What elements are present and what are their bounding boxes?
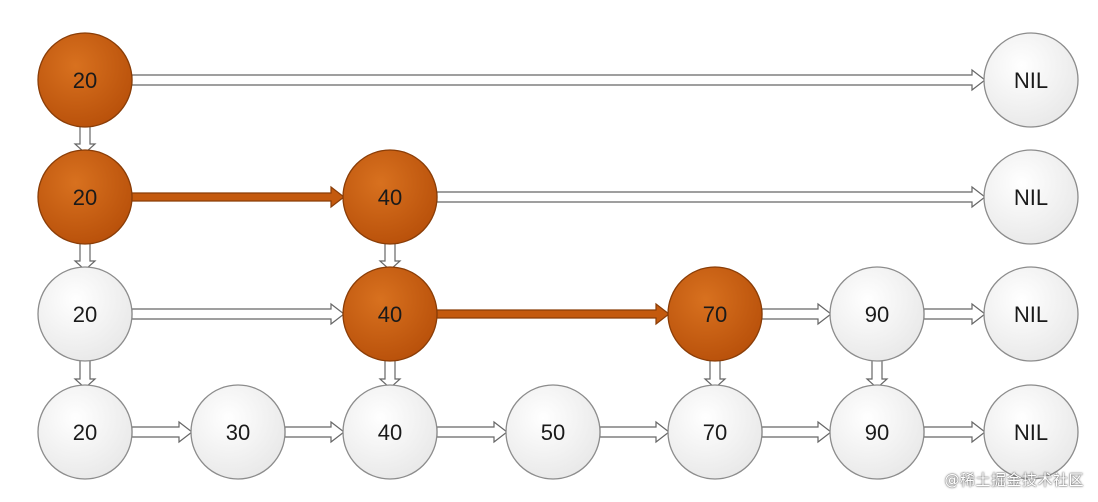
level-3-link-0 — [131, 68, 986, 92]
level-0-link-5 — [923, 420, 986, 444]
node-level-0-nil: NIL — [983, 384, 1079, 480]
node-circle — [505, 384, 601, 480]
node-label: 40 — [378, 420, 402, 445]
level-2-link-1 — [436, 185, 986, 209]
node-circle — [37, 384, 133, 480]
down-link-6 — [865, 358, 889, 389]
node-label: 20 — [73, 420, 97, 445]
node-label: 90 — [865, 302, 889, 327]
node-label: NIL — [1014, 185, 1048, 210]
down-link-5 — [703, 358, 727, 389]
node-level-0-30: 30 — [190, 384, 286, 480]
node-label: 20 — [73, 68, 97, 93]
node-level-1-90: 90 — [829, 266, 925, 362]
node-level-0-40: 40 — [342, 384, 438, 480]
horizontal-links — [131, 68, 986, 444]
node-circle — [829, 384, 925, 480]
node-circle — [667, 266, 763, 362]
node-level-3-nil: NIL — [983, 32, 1079, 128]
vertical-links — [73, 124, 889, 389]
level-0-link-2 — [436, 420, 508, 444]
node-label: 20 — [73, 302, 97, 327]
node-circle — [37, 266, 133, 362]
node-label: 20 — [73, 185, 97, 210]
node-level-2-20: 20 — [37, 149, 133, 245]
node-level-2-40: 40 — [342, 149, 438, 245]
level-1-link-0 — [131, 302, 345, 326]
node-circle — [983, 384, 1079, 480]
node-circle — [190, 384, 286, 480]
level-0-link-3 — [599, 420, 670, 444]
node-circle — [983, 32, 1079, 128]
node-label: 40 — [378, 302, 402, 327]
node-circle — [37, 149, 133, 245]
node-label: 90 — [865, 420, 889, 445]
node-circle — [983, 149, 1079, 245]
node-level-1-40: 40 — [342, 266, 438, 362]
level-1-link-3 — [923, 302, 986, 326]
level-0-link-4 — [761, 420, 832, 444]
node-label: NIL — [1014, 68, 1048, 93]
node-level-2-nil: NIL — [983, 149, 1079, 245]
node-label: NIL — [1014, 302, 1048, 327]
node-circle — [342, 266, 438, 362]
node-label: 50 — [541, 420, 565, 445]
level-2-link-0 — [131, 185, 345, 209]
node-circle — [983, 266, 1079, 362]
node-label: 70 — [703, 302, 727, 327]
node-label: 70 — [703, 420, 727, 445]
level-0-link-0 — [131, 420, 193, 444]
node-label: 40 — [378, 185, 402, 210]
level-0-link-1 — [284, 420, 345, 444]
watermark: @稀土掘金技术社区 — [944, 471, 1084, 489]
node-circle — [37, 32, 133, 128]
node-circle — [342, 149, 438, 245]
down-link-2 — [378, 241, 402, 271]
node-level-0-20: 20 — [37, 384, 133, 480]
node-circle — [829, 266, 925, 362]
node-level-1-20: 20 — [37, 266, 133, 362]
down-link-4 — [378, 358, 402, 389]
down-link-3 — [73, 358, 97, 389]
node-level-3-20: 20 — [37, 32, 133, 128]
node-circle — [667, 384, 763, 480]
node-label: 30 — [226, 420, 250, 445]
node-label: NIL — [1014, 420, 1048, 445]
node-level-1-70: 70 — [667, 266, 763, 362]
level-1-link-1 — [436, 302, 670, 326]
down-link-0 — [73, 124, 97, 154]
down-link-1 — [73, 241, 97, 271]
node-level-0-70: 70 — [667, 384, 763, 480]
node-level-0-90: 90 — [829, 384, 925, 480]
node-level-0-50: 50 — [505, 384, 601, 480]
level-1-link-2 — [761, 302, 832, 326]
node-circle — [342, 384, 438, 480]
node-level-1-nil: NIL — [983, 266, 1079, 362]
